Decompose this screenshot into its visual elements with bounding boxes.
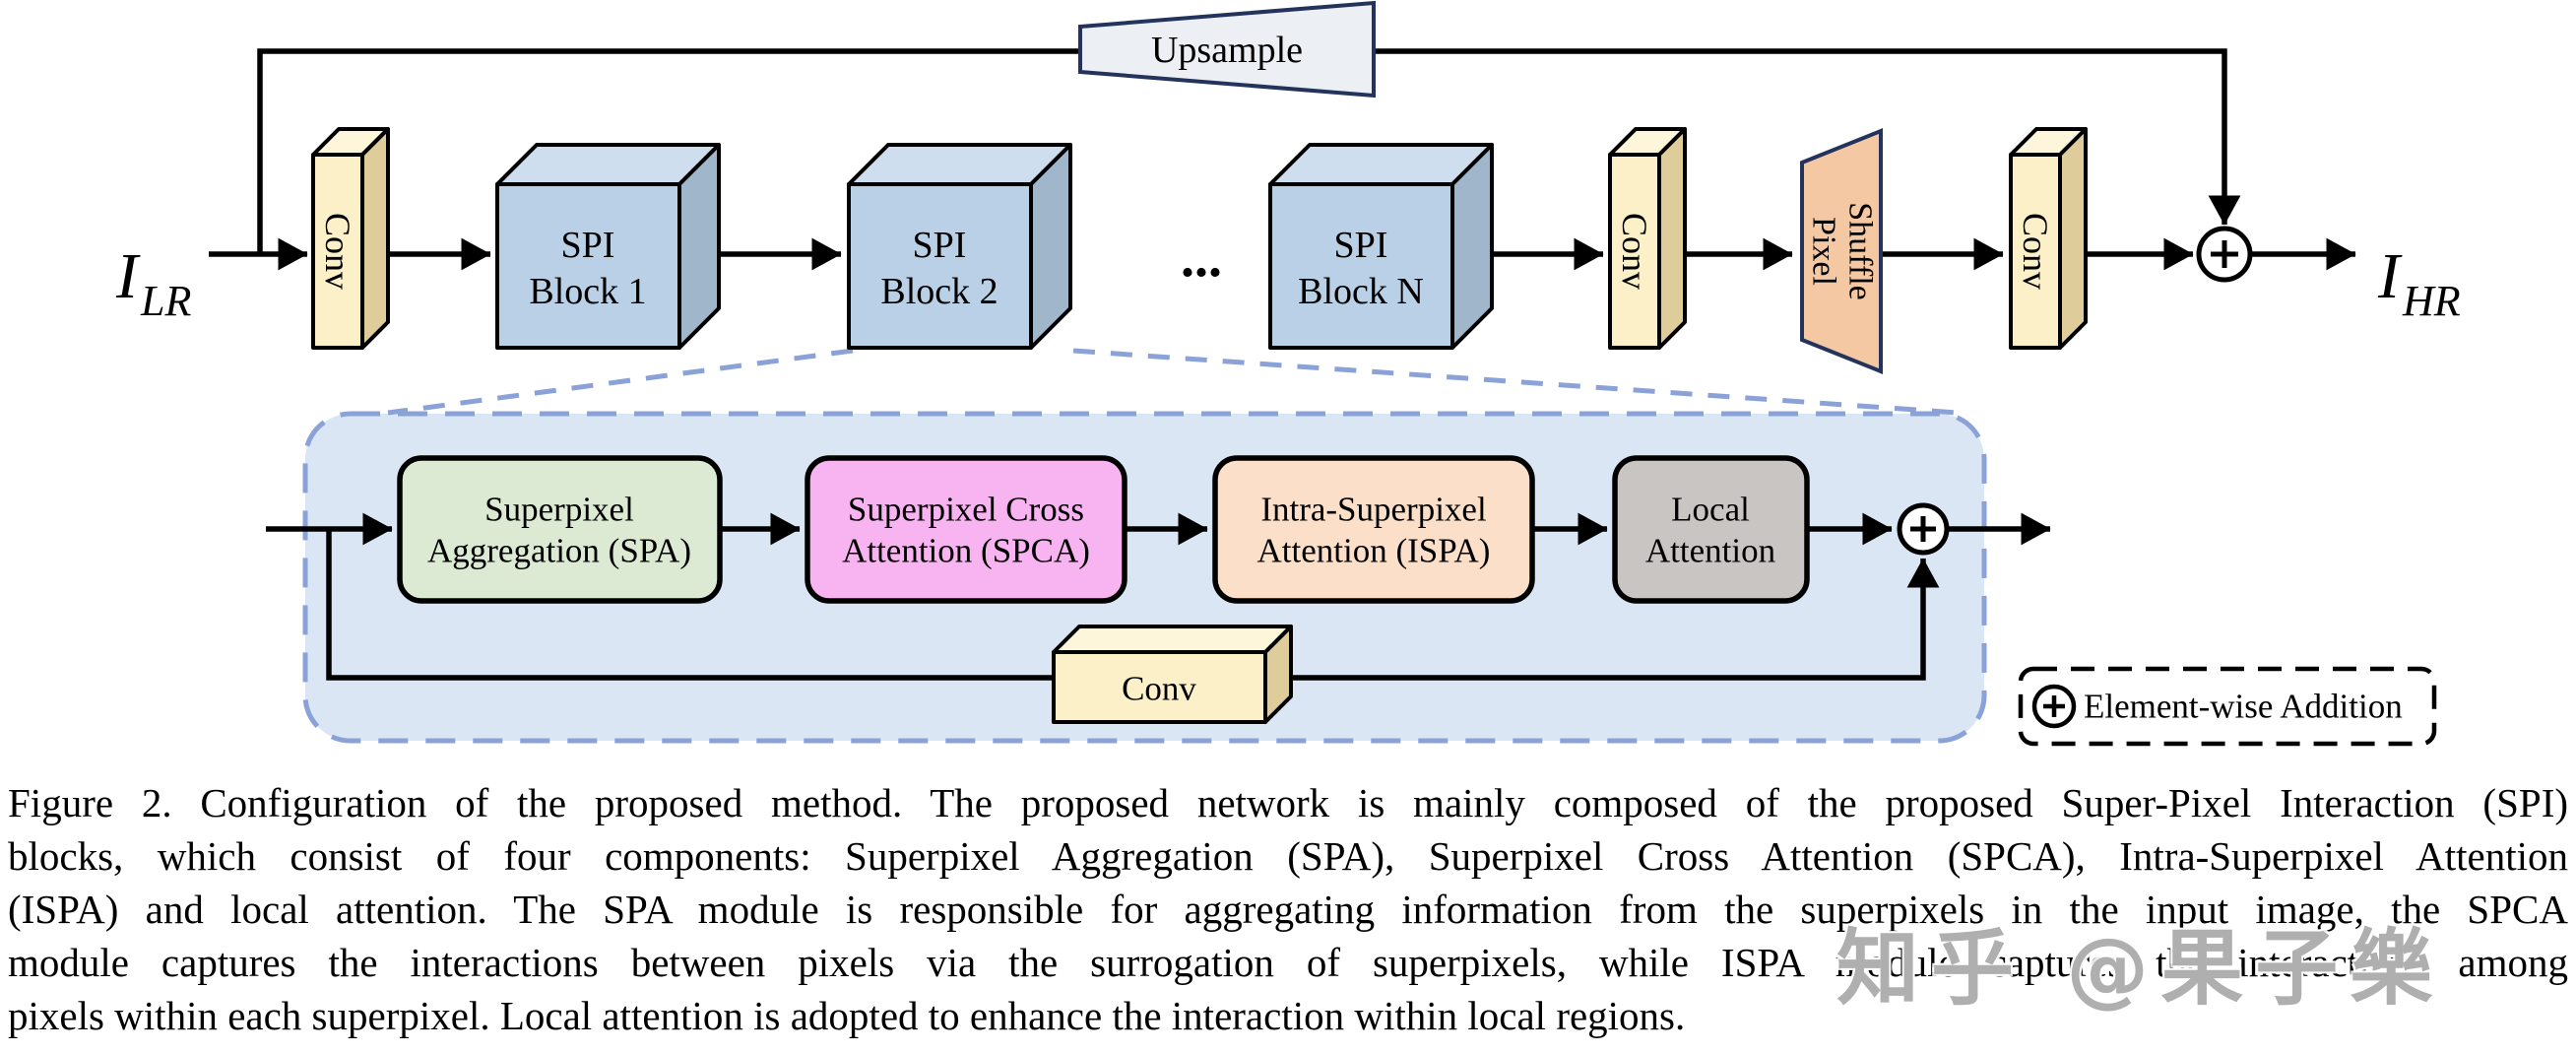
local-attention-label-line1: Local <box>1671 491 1750 529</box>
local-attention-label-line2: Attention <box>1645 532 1775 570</box>
spi-block-1 <box>495 143 721 350</box>
conv3-front-face <box>2009 153 2062 350</box>
detail-conv-front-face <box>1052 650 1267 724</box>
spi-block-2 <box>847 143 1072 350</box>
input-label: ILR <box>115 240 191 325</box>
conv1-side-face <box>360 127 390 350</box>
connector-left <box>387 348 854 416</box>
spi-block-1-label-line1: SPI <box>561 225 615 266</box>
architecture-diagram: Element-wise Addition ILR IHR Upsample C… <box>115 0 2461 747</box>
detail-conv-top-face <box>1052 625 1293 654</box>
connector-right <box>1072 348 1959 416</box>
detail-bypass-line-left <box>326 529 1054 681</box>
legend-box <box>2018 666 2437 747</box>
conv3-side-face <box>2058 127 2088 350</box>
upsample-block <box>1078 0 1376 99</box>
caption-line-1: Figure 2. Configuration of the proposed … <box>8 780 2568 825</box>
pixel-shuffle-block <box>1800 128 1883 374</box>
conv1-front-face <box>311 153 364 350</box>
detail-connector-lines <box>387 348 1959 416</box>
spa-label-line2: Aggregation (SPA) <box>427 532 691 570</box>
spca-label-line1: Superpixel Cross <box>848 491 1084 529</box>
spin-front-face <box>1268 182 1454 350</box>
legend-elementwise-addition: Element-wise Addition <box>2018 666 2437 747</box>
spa-label-line1: Superpixel <box>484 491 634 529</box>
figure-caption: Figure 2. Configuration of the proposed … <box>0 776 2576 1042</box>
spi1-front-face <box>495 182 681 350</box>
add-icon-main <box>2196 226 2253 283</box>
ispa-module <box>1212 455 1535 604</box>
spi-block-1-label-line2: Block 1 <box>529 271 646 312</box>
add-icon-legend <box>2031 684 2077 729</box>
add-icon-detail <box>1897 502 1950 556</box>
caption-line-4: module captures the interactions between… <box>8 940 2568 985</box>
spca-module <box>805 455 1127 604</box>
detail-conv-block <box>1052 625 1293 724</box>
ispa-label-line2: Attention (ISPA) <box>1257 532 1491 570</box>
conv1-label: Conv <box>318 213 357 290</box>
output-label: IHR <box>2377 240 2461 325</box>
caption-line-5: pixels within each superpixel. Local att… <box>8 993 1686 1038</box>
ellipsis-blocks: ... <box>1181 228 1222 289</box>
conv2-label: Conv <box>1615 213 1654 290</box>
legend-label: Element-wise Addition <box>2084 688 2403 726</box>
spca-label-line2: Attention (SPCA) <box>842 532 1090 570</box>
detail-bypass-line-right <box>1291 558 1940 681</box>
spi-block-2-label-line1: SPI <box>913 225 967 266</box>
conv3-label: Conv <box>2016 213 2055 290</box>
spi-block-n-label-line2: Block N <box>1298 271 1424 312</box>
spi-detail-panel <box>302 411 1987 744</box>
conv2-front-face <box>1608 153 1661 350</box>
caption-line-2: blocks, which consist of four components… <box>8 833 2568 879</box>
conv2-side-face <box>1657 127 1687 350</box>
ispa-label-line1: Intra-Superpixel <box>1260 491 1487 529</box>
conv-block-head <box>311 127 390 350</box>
caption-line-3: (ISPA) and local attention. The SPA modu… <box>8 887 2568 932</box>
pixel-shuffle-label-line1: Pixel <box>1806 217 1842 286</box>
local-attention-module <box>1612 455 1810 604</box>
spi-block-n-label-line1: SPI <box>1334 225 1388 266</box>
conv-block-tail <box>2009 127 2088 350</box>
spi2-front-face <box>847 182 1033 350</box>
spi-block-n <box>1268 143 1494 350</box>
spi-block-2-label-line2: Block 2 <box>880 271 998 312</box>
conv-block-mid <box>1608 127 1687 350</box>
upsample-label: Upsample <box>1151 30 1303 71</box>
pixel-shuffle-label-line2: Shuffle <box>1842 202 1879 299</box>
detail-conv-label: Conv <box>1122 670 1196 708</box>
spa-module <box>397 455 723 604</box>
